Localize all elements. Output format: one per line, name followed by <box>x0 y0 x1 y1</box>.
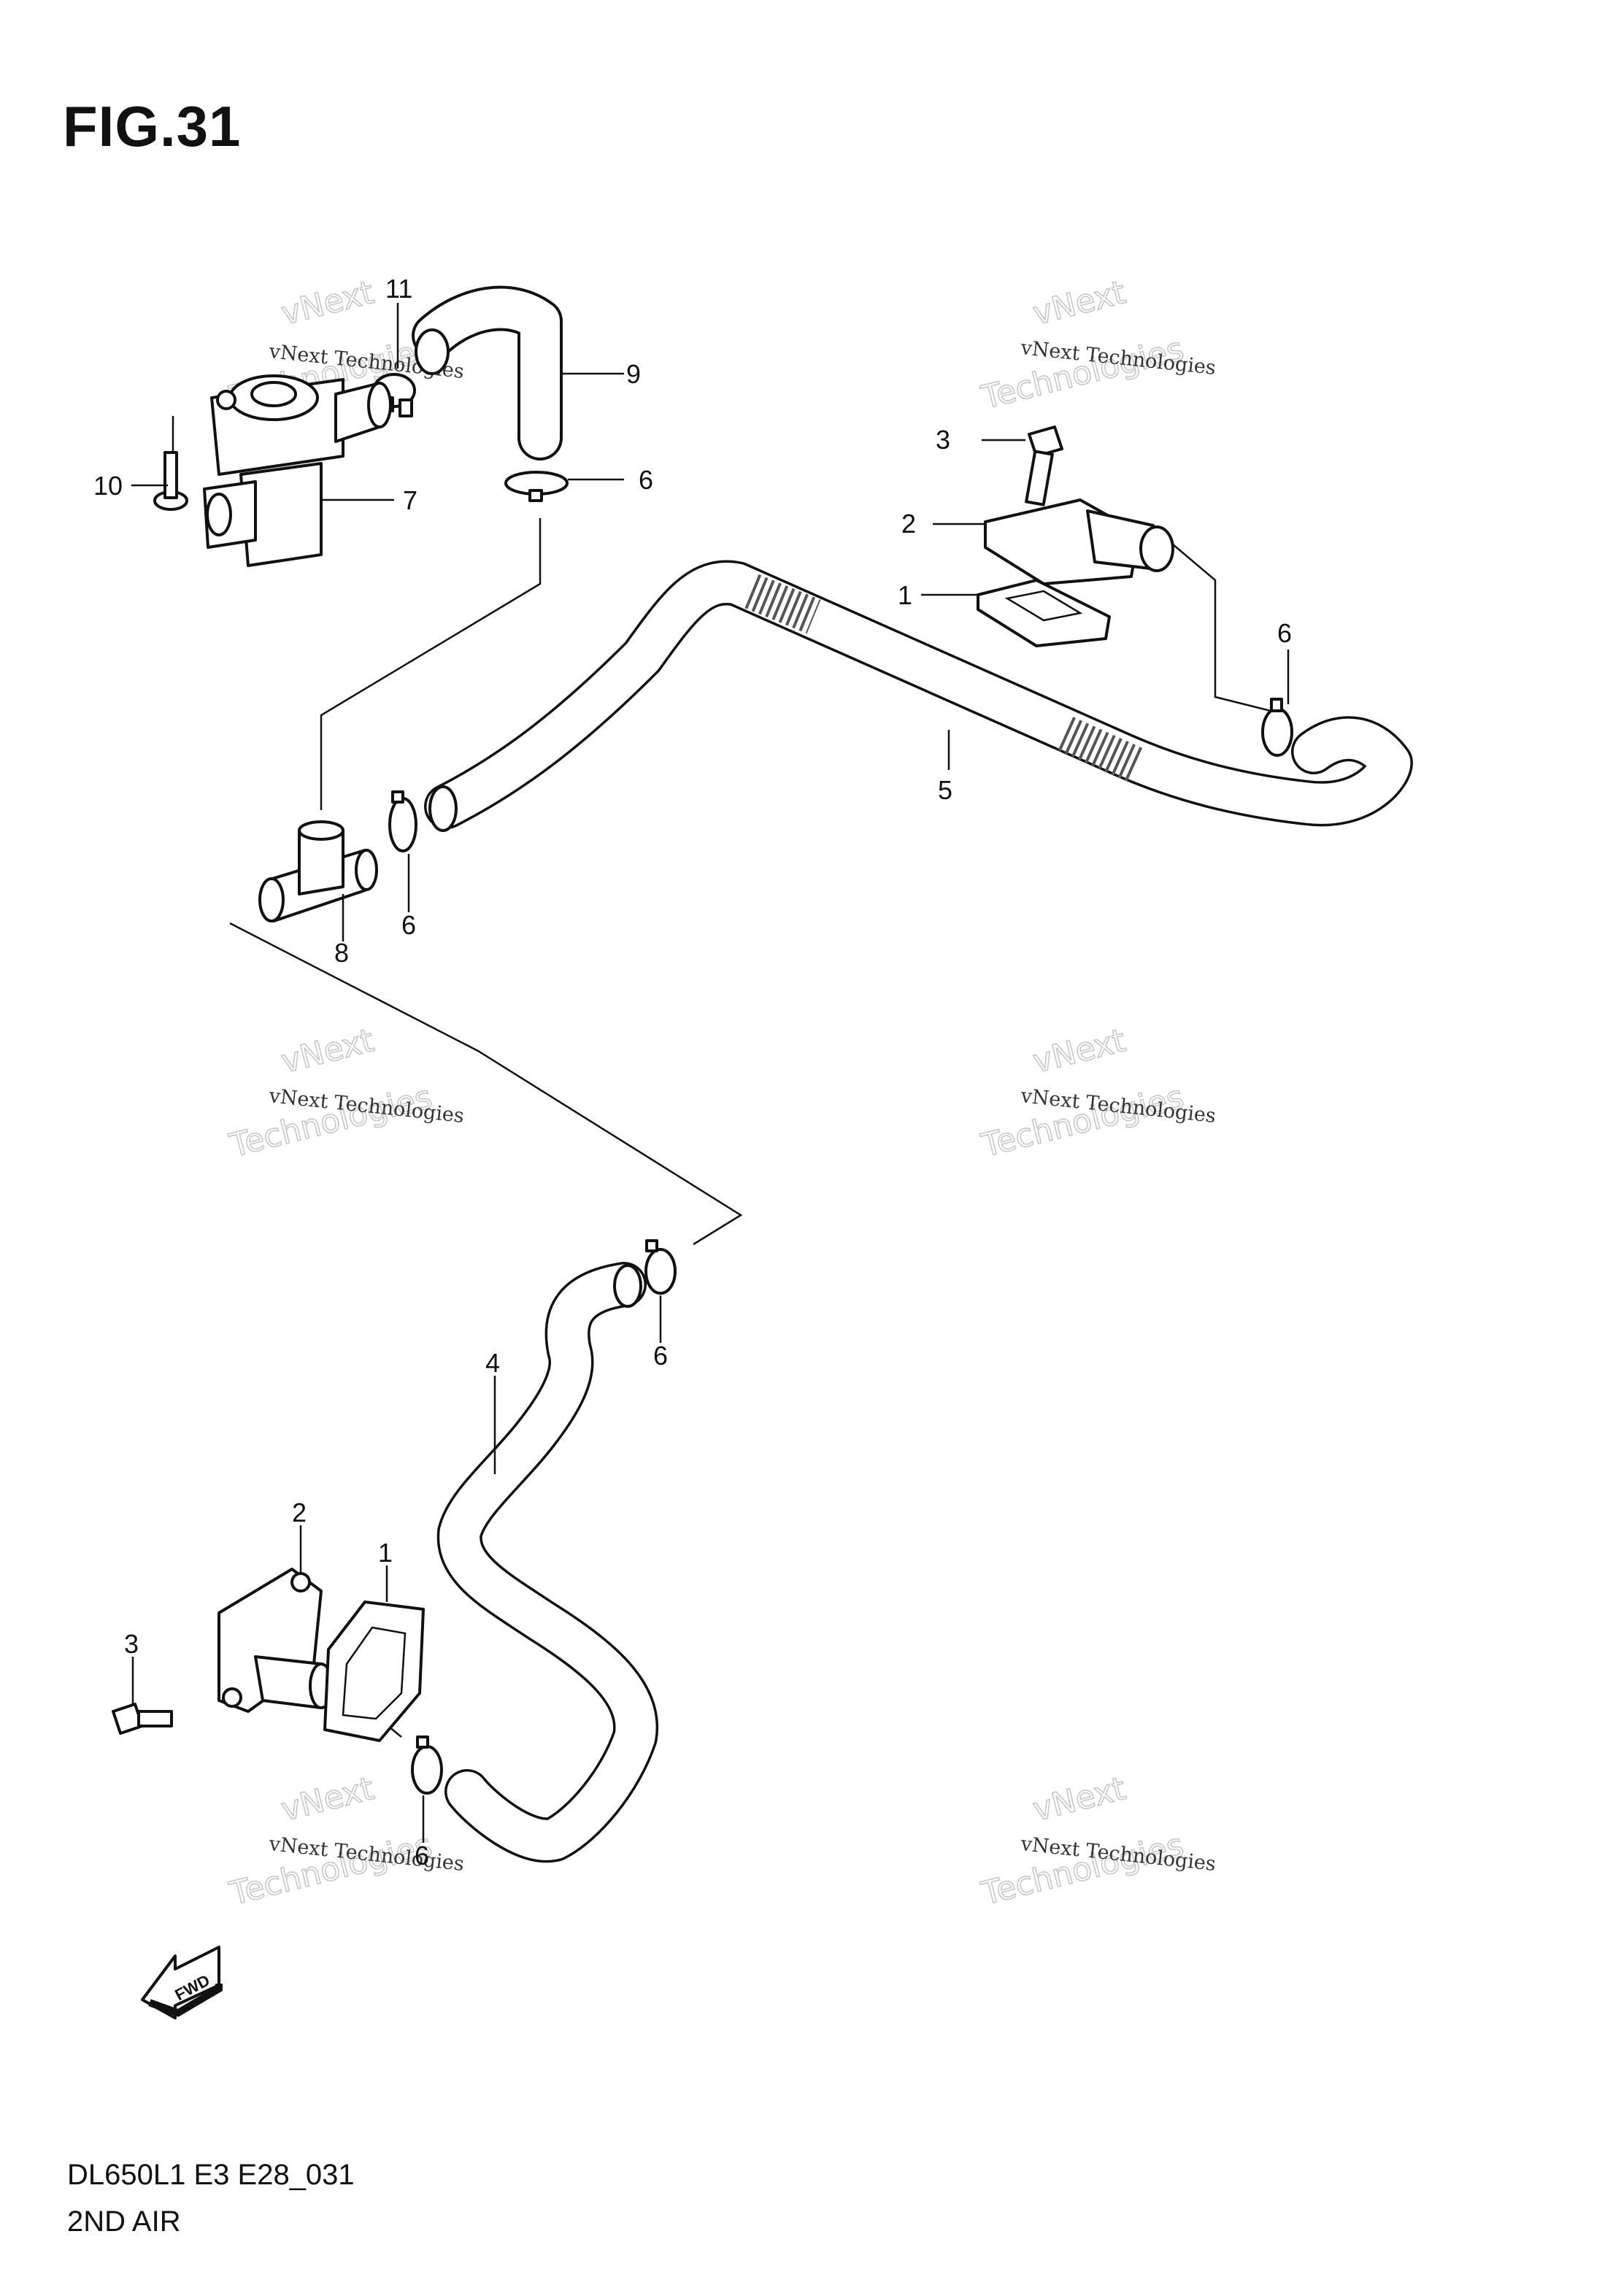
model-code: DL650L1 E3 E28_031 <box>67 2159 355 2191</box>
callout-11: 11 <box>385 274 412 304</box>
callout-1-top: 1 <box>898 580 912 610</box>
callout-9: 9 <box>626 359 641 389</box>
part-2-cover-top <box>984 498 1174 585</box>
svg-text:vNext: vNext <box>1029 274 1129 333</box>
callout-6-middle: 6 <box>401 910 416 940</box>
part-2-cover-bottom <box>217 1568 334 1713</box>
part-3-bolt-top <box>1025 425 1063 506</box>
part-7-air-valve <box>203 374 392 567</box>
part-6-clamp-lower <box>644 1239 677 1295</box>
callout-6-lower: 6 <box>653 1341 668 1371</box>
callout-3-bottom: 3 <box>124 1629 139 1659</box>
part-8-t-joint <box>258 820 378 922</box>
part-1-reed-valve-top <box>977 579 1111 647</box>
figure-title: FIG.31 <box>63 94 242 158</box>
svg-text:vNext: vNext <box>277 1022 377 1081</box>
callout-2-top: 2 <box>901 509 916 539</box>
watermark-mid-right: vNext Technologies vNext Technologies <box>977 1021 1217 1165</box>
part-5-long-hose <box>424 560 1413 832</box>
callout-1-bottom: 1 <box>378 1538 393 1568</box>
callout-7: 7 <box>403 485 417 515</box>
fwd-arrow-icon: FWD <box>141 1946 223 2019</box>
part-1-reed-valve-bottom <box>323 1600 425 1742</box>
leader-lines <box>131 303 1290 1843</box>
callout-10: 10 <box>93 471 123 501</box>
callout-3-top: 3 <box>936 425 950 455</box>
callout-5: 5 <box>938 775 952 805</box>
part-6-clamp-bottom <box>411 1736 443 1795</box>
watermark-top-right: vNext Technologies vNext Technologies <box>977 273 1217 417</box>
part-4-lower-hose <box>436 1262 659 1863</box>
section-name: 2ND AIR <box>67 2206 181 2238</box>
callout-2-bottom: 2 <box>292 1498 307 1528</box>
callout-6-bottom: 6 <box>415 1841 429 1871</box>
svg-text:vNext: vNext <box>1029 1770 1129 1829</box>
part-6-clamp-top <box>504 471 569 502</box>
svg-text:vNext: vNext <box>277 274 377 333</box>
part-6-clamp-right <box>1261 698 1293 757</box>
part-3-bolt-bottom <box>112 1703 173 1735</box>
part-10-screw <box>153 451 188 511</box>
callout-4: 4 <box>485 1348 500 1378</box>
part-9-elbow-hose <box>412 285 563 461</box>
callout-6-top: 6 <box>639 465 653 495</box>
callout-8: 8 <box>334 938 349 968</box>
assembly-guide-lines <box>172 416 1274 1738</box>
part-6-clamp-middle <box>388 790 417 852</box>
watermark-bottom-right: vNext Technologies vNext Technologies <box>977 1769 1217 1913</box>
svg-text:vNext: vNext <box>277 1770 377 1829</box>
watermark-mid-left: vNext Technologies vNext Technologies <box>226 1021 466 1165</box>
callout-6-right: 6 <box>1277 618 1292 648</box>
svg-text:vNext: vNext <box>1029 1022 1129 1081</box>
